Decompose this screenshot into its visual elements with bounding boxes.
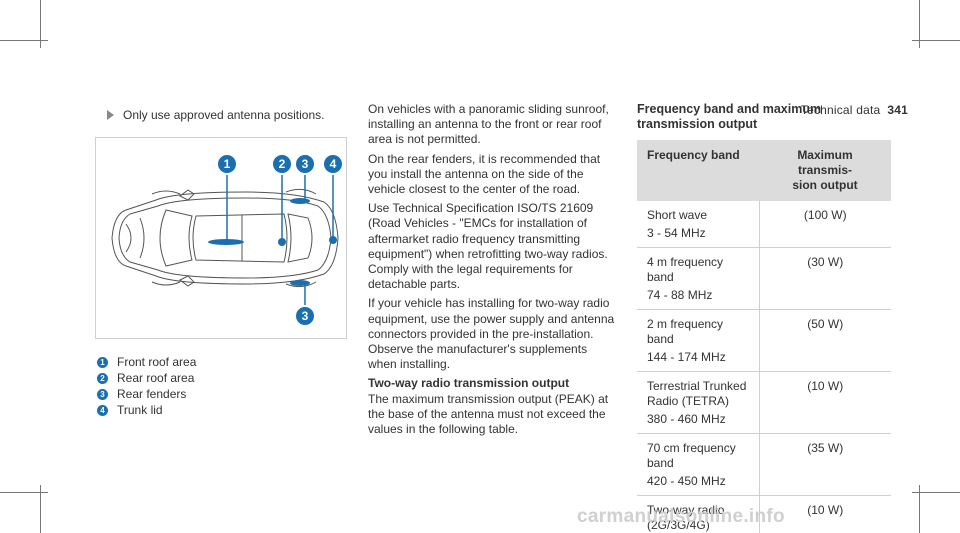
paragraph: Use Technical Specification ISO/TS 21609… [368,201,608,292]
callout-3-lower: 3 [302,309,309,323]
crop-mark [0,492,48,493]
max-output: (10 W) [758,371,891,434]
legend-item: 2 Rear roof area [97,370,347,386]
crop-mark [40,0,41,48]
column-header: Frequency band [637,140,759,201]
crop-mark [919,485,920,533]
page-number: 341 [887,103,908,117]
band-range: 420 - 450 MHz [647,474,726,488]
antenna-positions-figure: 1 2 3 4 3 [95,137,347,339]
callout-2: 2 [279,157,286,171]
frequency-table: Frequency band Maximum transmis- sion ou… [637,140,891,533]
play-triangle-icon [107,110,114,120]
legend-label: Front roof area [117,355,197,369]
band-range: 74 - 88 MHz [647,288,713,302]
table-row: 2 m frequency band 144 - 174 MHz (50 W) [637,309,891,372]
table-row: 4 m frequency band 74 - 88 MHz (30 W) [637,247,891,310]
legend-item: 4 Trunk lid [97,402,347,418]
paragraph: On the rear fenders, it is recommended t… [368,151,601,197]
legend-number: 3 [97,388,108,400]
band-name: Terrestrial Trunked Radio (TETRA) [647,379,747,408]
right-column: Frequency band and maximum transmission … [637,102,891,533]
crop-mark [912,40,960,41]
legend-label: Rear roof area [117,371,195,385]
band-range: 3 - 54 MHz [647,226,706,240]
legend-number: 4 [97,404,108,416]
legend-number: 1 [97,356,108,368]
table-row: 70 cm frequency band 420 - 450 MHz (35 W) [637,433,891,496]
band-range: 380 - 460 MHz [647,412,726,426]
band-range: 144 - 174 MHz [647,350,726,364]
table-row: Two-way radio (2G/3G/4G) (10 W) [637,495,891,533]
legend-item: 1 Front roof area [97,354,347,370]
table-row: Short wave 3 - 54 MHz (100 W) [637,201,891,248]
page-header: Technical data 341 [801,103,908,117]
crop-mark [40,485,41,533]
note-text: Only use approved antenna positions. [123,108,325,122]
max-output: (100 W) [758,201,891,248]
callout-1: 1 [224,157,231,171]
legend-label: Trunk lid [117,403,163,417]
max-output: (50 W) [758,309,891,372]
legend-label: Rear fenders [117,387,187,401]
band-name: 4 m frequency band [647,255,724,284]
paragraph: On vehicles with a panoramic sliding sun… [368,102,609,147]
left-column: Only use approved antenna positions. [95,108,347,122]
max-output: (30 W) [758,247,891,310]
table-title: Frequency band and maximum transmission … [637,102,822,131]
crop-mark [919,0,920,48]
band-name: 70 cm frequency band [647,441,736,470]
note: Only use approved antenna positions. [107,108,347,122]
max-output: (10 W) [758,495,891,533]
band-name: Short wave [647,208,708,222]
legend-number: 2 [97,372,108,384]
callout-4: 4 [330,157,337,171]
paragraph: If your vehicle has installing for two-w… [368,296,615,372]
car-top-view-icon: 1 2 3 4 3 [111,153,344,327]
legend-item: 3 Rear fenders [97,386,347,402]
max-output: (35 W) [758,433,891,496]
crop-mark [912,492,960,493]
crop-mark [0,40,48,41]
watermark: carmanualsonline.info [577,506,785,527]
paragraph: The maximum transmission output (PEAK) a… [368,391,609,437]
column-header: Maximum transmis- sion output [759,140,891,201]
middle-column: On vehicles with a panoramic sliding sun… [368,102,618,441]
band-name: Two-way radio (2G/3G/4G) [647,503,725,532]
table-row: Terrestrial Trunked Radio (TETRA) 380 - 4… [637,371,891,434]
table-header-row: Frequency band Maximum transmis- sion ou… [637,140,891,201]
section-title: Technical data [800,103,881,117]
band-name: 2 m frequency band [647,317,724,346]
figure-legend: 1 Front roof area 2 Rear roof area 3 Rea… [97,354,347,418]
subheading: Two-way radio transmission output [368,376,570,391]
callout-3: 3 [302,157,309,171]
